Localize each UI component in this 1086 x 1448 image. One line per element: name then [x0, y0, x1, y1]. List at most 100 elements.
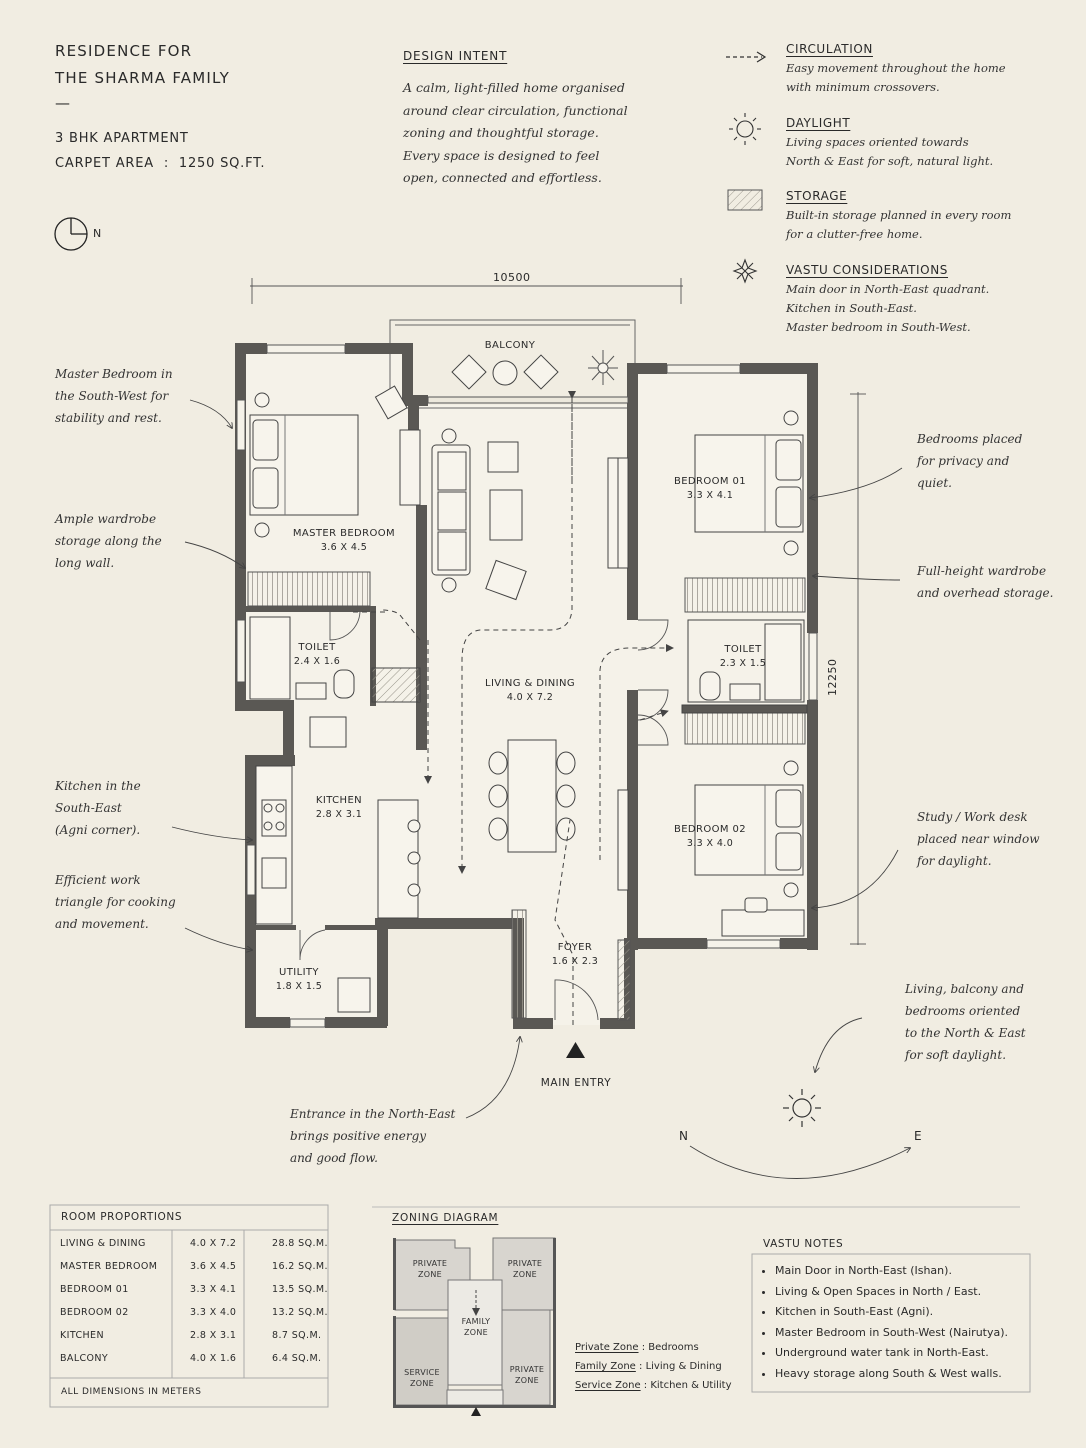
- width-dimension: [250, 278, 683, 304]
- cell-area: 13.5 SQ.M.: [272, 1284, 328, 1295]
- legend-line: Main door in North-East quadrant.: [786, 282, 990, 296]
- apartment-type: 3 BHK APARTMENT: [55, 131, 189, 146]
- carpet-area: CARPET AREA : 1250 SQ.FT.: [55, 156, 266, 171]
- bedroom02-wardrobe: [684, 711, 806, 745]
- room-dim: 1.6 X 2.3: [551, 956, 599, 967]
- zone-key-sep: :: [640, 1380, 651, 1391]
- room-name: BEDROOM 02: [673, 824, 747, 835]
- list-item: Underground water tank in North-East.: [775, 1343, 1008, 1364]
- title-line-1: RESIDENCE FOR: [55, 42, 193, 60]
- project-info: 3 BHK APARTMENT CARPET AREA : 1250 SQ.FT…: [55, 126, 265, 176]
- cell-area: 13.2 SQ.M.: [272, 1307, 328, 1318]
- annotation-line: Entrance in the North-East: [290, 1107, 456, 1121]
- title-line-2: THE SHARMA FAMILY: [55, 69, 230, 87]
- circulation-paths: [350, 391, 674, 1025]
- zoning-key-row: Family Zone : Living & Dining: [575, 1357, 732, 1376]
- legend-line: with minimum crossovers.: [786, 80, 940, 94]
- cell-dim: 2.8 X 3.1: [190, 1330, 237, 1341]
- annotation-line: brings positive energy: [290, 1129, 427, 1143]
- zoning-walls: [393, 1238, 556, 1408]
- depth-dimension-label: 12250: [826, 658, 839, 697]
- room-name: FOYER: [557, 942, 593, 953]
- room-dim: 3.3 X 4.1: [686, 490, 734, 501]
- cell-area: 28.8 SQ.M.: [272, 1238, 328, 1249]
- list-item: Main Door in North-East (Ishan).: [775, 1261, 1008, 1282]
- annotation-line: for privacy and: [917, 454, 1010, 468]
- legend-line: for a clutter-free home.: [786, 227, 923, 241]
- room-dim: 2.3 X 1.5: [719, 658, 767, 669]
- balcony-furniture: [451, 350, 618, 390]
- cell-area: 8.7 SQ.M.: [272, 1330, 322, 1341]
- zoning-diagram-drawing: [394, 1237, 556, 1406]
- annotation-full-height-wardrobe: Full-height wardrobe and overhead storage…: [917, 560, 1053, 604]
- cell-room: MASTER BEDROOM: [60, 1261, 158, 1272]
- zone-key-value: Living & Dining: [645, 1361, 722, 1372]
- master-wardrobe: [247, 571, 371, 607]
- zone-key-sep: :: [638, 1342, 649, 1353]
- annotation-line: bedrooms oriented: [905, 1004, 1021, 1018]
- proportions-table-frame: [49, 1204, 329, 1408]
- room-name: MASTER BEDROOM: [292, 528, 396, 539]
- master-bed: [249, 385, 421, 538]
- cell-area: 16.2 SQ.M.: [272, 1261, 328, 1272]
- annotation-line: quiet.: [917, 476, 952, 490]
- hatched-box-icon: [727, 189, 763, 211]
- legend-title: VASTU CONSIDERATIONS: [786, 263, 949, 277]
- list-item: Master Bedroom in South-West (Nairutya).: [775, 1323, 1008, 1344]
- legend-line: North & East for soft, natural light.: [786, 154, 994, 168]
- north-arrow-icon: [54, 217, 88, 251]
- main-entry-label: MAIN ENTRY: [540, 1077, 612, 1089]
- zone-word: ZONE: [512, 1270, 538, 1279]
- project-title: RESIDENCE FOR THE SHARMA FAMILY —: [55, 38, 230, 114]
- zone-word: FAMILY: [461, 1317, 491, 1326]
- zone-word: ZONE: [409, 1379, 435, 1388]
- room-name: TOILET: [298, 642, 336, 653]
- annotation-line: and overhead storage.: [917, 586, 1054, 600]
- annotation-line: for soft daylight.: [905, 1048, 1007, 1062]
- vastu-notes-heading: VASTU NOTES: [763, 1238, 844, 1250]
- room-name: BALCONY: [484, 340, 536, 351]
- legend-vastu: VASTU CONSIDERATIONS Main door in North-…: [786, 263, 989, 337]
- zone-word: PRIVATE: [509, 1365, 545, 1374]
- annotation-line: storage along the: [55, 534, 162, 548]
- cell-room: BEDROOM 02: [60, 1307, 129, 1318]
- legend-sun-icon: [729, 113, 761, 145]
- annotation-line: Full-height wardrobe: [917, 564, 1047, 578]
- intent-line: open, connected and effortless.: [403, 170, 602, 185]
- annotation-line: long wall.: [55, 556, 115, 570]
- zoning-entry-icon: [471, 1407, 481, 1416]
- compass-north-label: N: [679, 1129, 688, 1143]
- zoning-diagram-heading: ZONING DIAGRAM: [392, 1212, 499, 1224]
- room-dim: 4.0 X 7.2: [506, 692, 554, 703]
- design-intent-text: A calm, light-filled home organised arou…: [403, 77, 628, 190]
- zone-key-label: Service Zone: [575, 1380, 641, 1391]
- zone-key-sep: :: [635, 1361, 646, 1372]
- annotation-line: Kitchen in the: [55, 779, 141, 793]
- annotation-line: Ample wardrobe: [55, 512, 157, 526]
- annotation-line: Master Bedroom in: [55, 367, 173, 381]
- cell-dim: 3.3 X 4.1: [190, 1284, 237, 1295]
- list-item: Heavy storage along South & West walls.: [775, 1364, 1008, 1385]
- zoning-key: Private Zone : Bedrooms Family Zone : Li…: [575, 1338, 732, 1395]
- foyer-shoe-rack: [511, 909, 527, 1019]
- annotation-line: Living, balcony and: [905, 982, 1024, 996]
- room-dim: 1.8 X 1.5: [275, 981, 323, 992]
- intent-line: zoning and thoughtful storage.: [403, 125, 599, 140]
- dimensions-footnote: ALL DIMENSIONS IN METERS: [61, 1387, 202, 1397]
- zone-word: ZONE: [463, 1328, 489, 1337]
- design-intent: DESIGN INTENT A calm, light-filled home …: [403, 49, 628, 190]
- zone-key-value: Bedrooms: [648, 1342, 699, 1353]
- door-swings: [299, 610, 669, 1021]
- vastu-notes-frame: [751, 1253, 1031, 1393]
- zone-key-label: Family Zone: [575, 1361, 636, 1372]
